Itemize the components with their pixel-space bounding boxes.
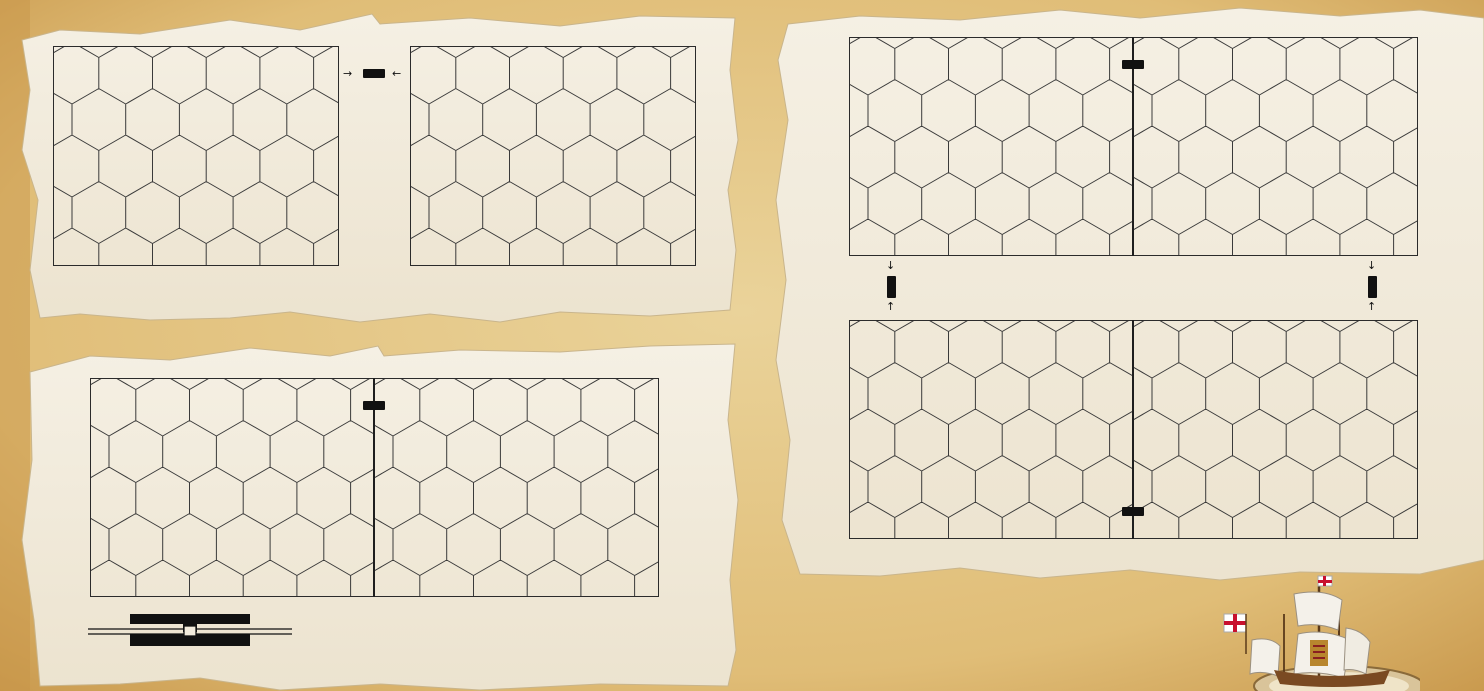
hex-grid — [91, 379, 374, 596]
board-seam — [373, 378, 375, 597]
hex-board-right-bottom-b — [1133, 320, 1418, 539]
arrow-icon: ↓ — [1367, 260, 1376, 271]
arrow-icon: ↓ — [886, 260, 895, 271]
arrow-icon: ← — [392, 68, 401, 79]
hex-grid — [850, 321, 1133, 538]
arrow-icon: → — [343, 68, 352, 79]
board-joint-diagram — [88, 612, 292, 650]
hex-grid — [850, 38, 1133, 255]
arrow-icon: ↑ — [1367, 301, 1376, 312]
hex-board-top-left-a — [53, 46, 339, 266]
connector-clip — [1122, 60, 1144, 69]
connector-clip — [887, 276, 896, 298]
connector-clip — [363, 401, 385, 410]
hex-grid — [1134, 321, 1417, 538]
hex-grid — [375, 379, 658, 596]
arrow-icon: ↑ — [886, 301, 895, 312]
board-seam — [1132, 37, 1134, 256]
connector-clip — [1122, 507, 1144, 516]
hex-grid — [411, 47, 695, 265]
hex-grid — [1134, 38, 1417, 255]
hex-board-right-top-a — [849, 37, 1134, 256]
galleon-ship-icon — [1214, 574, 1420, 691]
hex-board-bottom-left-a — [90, 378, 375, 597]
connector-clip — [363, 69, 385, 78]
hex-board-top-left-b — [410, 46, 696, 266]
hex-board-right-top-b — [1133, 37, 1418, 256]
hex-board-right-bottom-a — [849, 320, 1134, 539]
hex-grid — [54, 47, 338, 265]
connector-clip — [1368, 276, 1377, 298]
hex-board-bottom-left-b — [374, 378, 659, 597]
